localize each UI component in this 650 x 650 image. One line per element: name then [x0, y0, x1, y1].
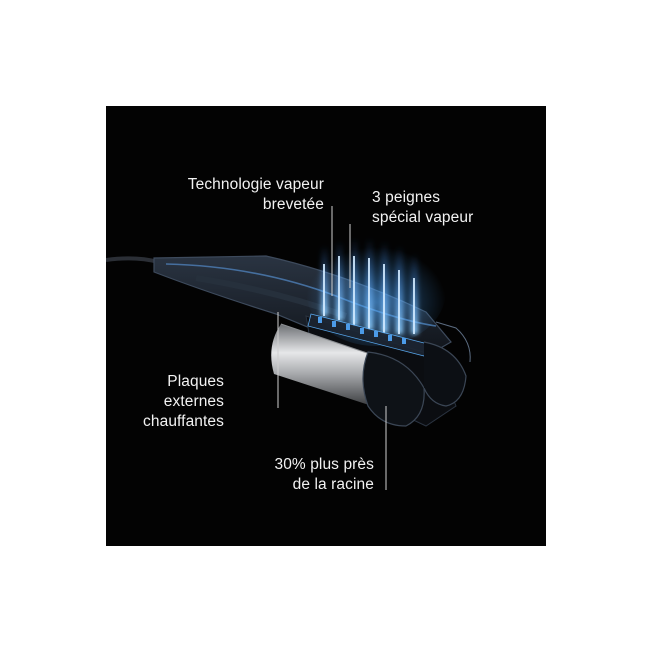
callout-line: de la racine [292, 476, 374, 493]
callout-steam-technology: Technologie vapeur brevetée [188, 175, 324, 215]
callout-line: Technologie vapeur [187, 176, 324, 193]
callout-closer-to-root: 30% plus près de la racine [274, 455, 374, 495]
callout-steam-combs: 3 peignes spécial vapeur [372, 188, 473, 228]
callout-line: 30% plus près [274, 456, 374, 473]
callout-line: chauffantes [143, 413, 224, 430]
hair-straightener-illustration [106, 206, 471, 490]
callout-line: Plaques [167, 373, 224, 390]
callout-line: 3 peignes [372, 189, 441, 206]
callout-line: brevetée [262, 196, 324, 213]
callout-heating-plates: Plaques externes chauffantes [143, 372, 224, 432]
callout-line: externes [163, 393, 224, 410]
callout-line: spécial vapeur [372, 209, 474, 226]
product-image-panel: Technologie vapeur brevetée 3 peignes sp… [106, 106, 546, 546]
